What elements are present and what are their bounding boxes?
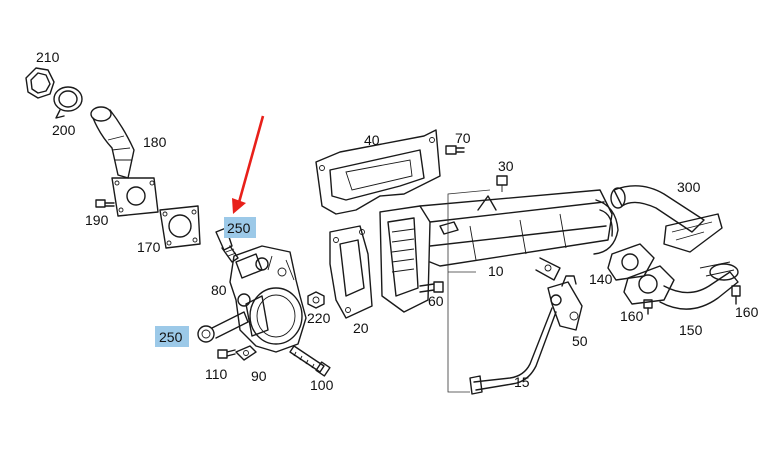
label-160-b: 160 xyxy=(735,304,759,320)
label-250-left: 250 xyxy=(159,329,183,345)
label-60: 60 xyxy=(428,293,444,309)
cooler-gasket-part xyxy=(329,225,373,319)
label-190: 190 xyxy=(85,212,109,228)
label-40: 40 xyxy=(364,132,380,148)
label-220: 220 xyxy=(307,310,331,326)
label-30: 30 xyxy=(498,158,514,174)
label-170: 170 xyxy=(137,239,161,255)
label-110: 110 xyxy=(205,366,228,382)
highlight-box-250-left xyxy=(155,326,189,347)
label-160-a: 160 xyxy=(620,308,644,324)
outlet-pipe-part xyxy=(610,185,723,253)
hose-clamp-part xyxy=(53,86,83,119)
valve-gasket-part xyxy=(235,345,257,361)
label-90: 90 xyxy=(251,368,267,384)
leader-lines xyxy=(447,189,491,393)
label-20: 20 xyxy=(353,320,369,336)
label-180: 180 xyxy=(143,134,167,150)
gasket-plate-part xyxy=(159,205,201,249)
temperature-sensor-left-part xyxy=(197,311,249,343)
label-15: 15 xyxy=(514,374,530,390)
label-140: 140 xyxy=(589,271,613,287)
egr-bent-pipe-part xyxy=(90,106,159,217)
egr-cooler-part xyxy=(379,189,619,313)
coolant-fitting-part xyxy=(547,275,583,331)
egr-valve-body-part xyxy=(229,245,307,353)
bolt-part xyxy=(95,199,115,208)
label-70: 70 xyxy=(455,130,471,146)
label-250-top: 250 xyxy=(227,220,251,236)
label-150: 150 xyxy=(679,322,703,338)
label-210: 210 xyxy=(36,49,60,65)
temperature-sensor-top-part xyxy=(215,227,239,263)
heat-shield-bracket-part xyxy=(315,129,441,215)
red-arrow-indicator xyxy=(232,115,265,214)
flange-bolt-part-b xyxy=(731,285,741,305)
label-300: 300 xyxy=(677,179,701,195)
label-10: 10 xyxy=(488,263,504,279)
gasket-ring-part xyxy=(25,67,55,99)
highlight-box-250-top xyxy=(224,217,256,238)
flanged-pipe-part xyxy=(623,261,739,310)
long-bolt-part xyxy=(289,345,331,377)
small-bolt-part xyxy=(217,349,236,359)
bracket-bolt-part xyxy=(445,145,465,155)
cooler-bolt-part xyxy=(419,281,444,293)
label-100: 100 xyxy=(310,377,334,393)
cooler-mount-bolt-part xyxy=(496,175,508,192)
label-200: 200 xyxy=(52,122,76,138)
hex-nut-part xyxy=(307,291,325,309)
coolant-pipe-part xyxy=(469,307,557,395)
flange-bolt-part-a xyxy=(643,299,653,315)
label-50: 50 xyxy=(572,333,588,349)
label-80: 80 xyxy=(211,282,227,298)
